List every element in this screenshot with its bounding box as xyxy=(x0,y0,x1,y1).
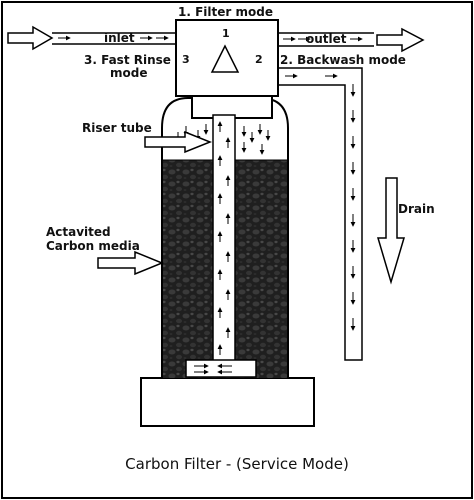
riser-pointer-arrow xyxy=(144,130,213,154)
fast-rinse-label-line1: 3. Fast Rinse xyxy=(84,53,171,67)
valve-indicator-triangle xyxy=(210,44,240,73)
distributor-arrows xyxy=(194,363,232,375)
port-2-label: 2 xyxy=(255,53,263,66)
drain-big-arrow xyxy=(376,177,406,285)
outlet-pipe xyxy=(278,32,374,47)
outlet-big-arrow xyxy=(376,27,425,53)
riser-tube xyxy=(212,114,236,366)
filter-mode-label: 1. Filter mode xyxy=(178,5,273,19)
bottom-distributor xyxy=(185,359,257,378)
media-pointer-arrow xyxy=(97,250,164,276)
drain-flow-arrows xyxy=(285,73,356,331)
backwash-mode-label: 2. Backwash mode xyxy=(280,53,406,67)
outlet-label: outlet xyxy=(306,32,347,46)
drain-label: Drain xyxy=(398,202,435,216)
drain-pipe-outer xyxy=(278,67,363,361)
riser-flow-arrows xyxy=(217,121,231,355)
carbon-media-label-line1: Actavited xyxy=(46,225,111,239)
headspace-flow-arrows xyxy=(175,124,271,155)
filter-base xyxy=(140,377,315,427)
inlet-label: inlet xyxy=(104,31,135,45)
fast-rinse-label-line2: mode xyxy=(110,66,148,80)
riser-tube-label: Riser tube xyxy=(82,121,152,135)
inlet-pipe xyxy=(52,32,176,45)
inlet-big-arrow xyxy=(7,25,54,51)
diagram-caption: Carbon Filter - (Service Mode) xyxy=(125,455,349,473)
carbon-media-label-line2: Carbon media xyxy=(46,239,140,253)
port-1-label: 1 xyxy=(222,27,230,40)
port-3-label: 3 xyxy=(182,53,190,66)
